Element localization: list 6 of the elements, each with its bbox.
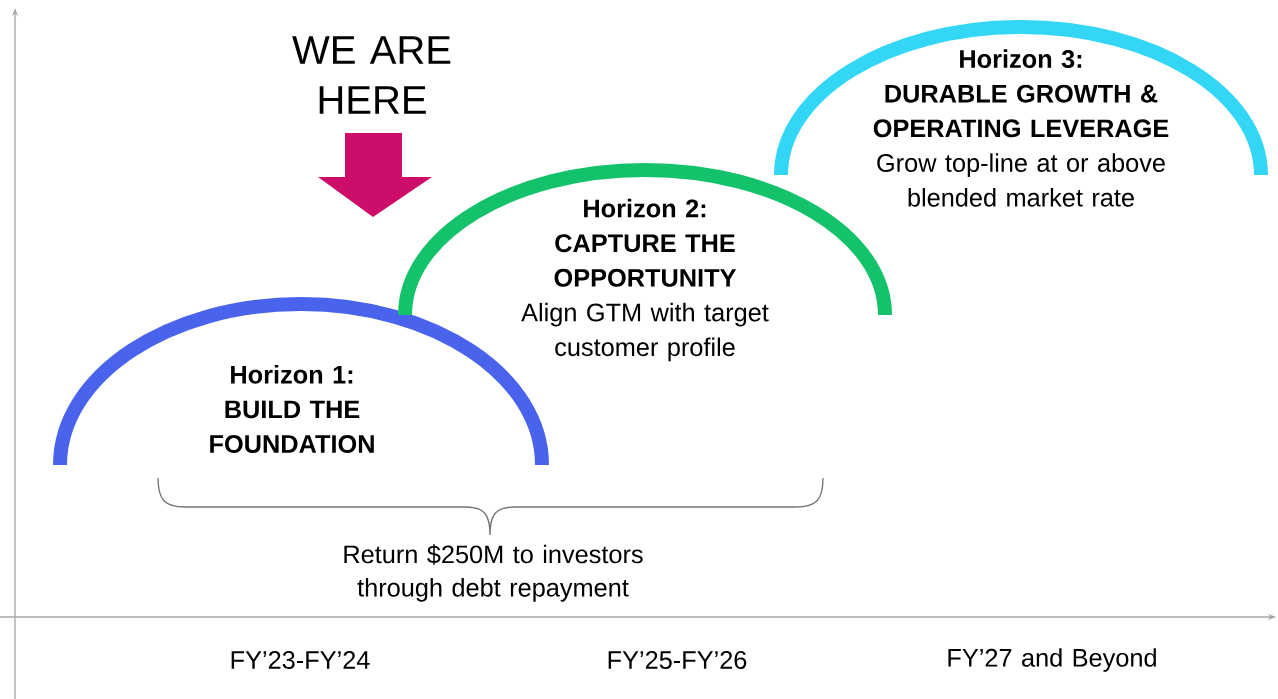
axis-label: FY’25-FY’26: [608, 651, 747, 669]
axis-label: FY’23-FY’24: [231, 651, 370, 669]
horizon-arc: Horizon 3: DURABLE GROWTH & OPERATING LEVERAGE Grow top-line at or above blended market rate: [774, 20, 1268, 207]
callout-text: WE ARE HERE: [292, 36, 451, 114]
axis-label: FY’27 and Beyond: [948, 648, 1156, 672]
note-text: Return $250M to investors through debt repayment: [344, 544, 643, 602]
